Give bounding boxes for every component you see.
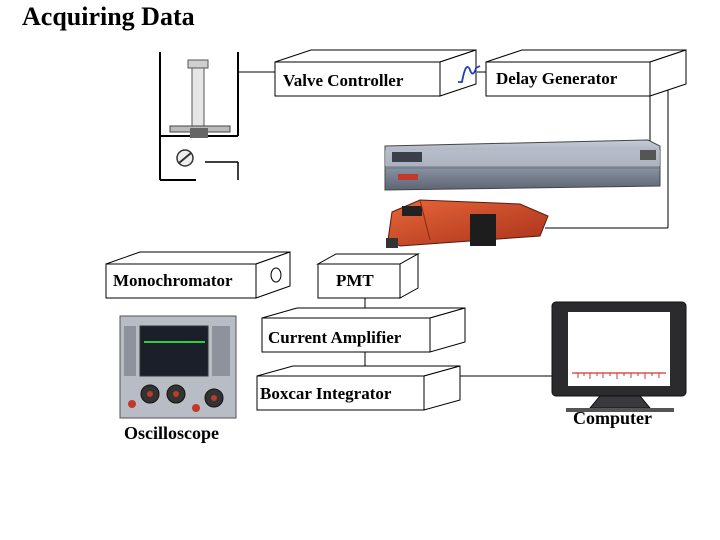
boxcar-integrator-label: Boxcar Integrator bbox=[260, 384, 392, 403]
spectrum-ticks bbox=[577, 373, 660, 379]
oscilloscope-label: Oscilloscope bbox=[124, 423, 219, 443]
slide-title: Acquiring Data bbox=[22, 2, 195, 31]
monochromator-label: Monochromator bbox=[113, 271, 233, 290]
entrance-slit-icon bbox=[270, 267, 282, 283]
computer-monitor-image bbox=[551, 301, 687, 412]
delay-generator-box: Delay Generator bbox=[485, 49, 687, 97]
current-amplifier-box: Current Amplifier bbox=[261, 307, 466, 353]
dye-laser-image bbox=[386, 199, 549, 248]
delay-generator-label: Delay Generator bbox=[496, 69, 618, 88]
trigger-pulse-icon bbox=[458, 65, 481, 83]
pmt-label: PMT bbox=[336, 271, 374, 290]
oscilloscope-image bbox=[119, 315, 237, 419]
pmt-box: PMT bbox=[316, 253, 420, 299]
vacuum-chamber-sketch bbox=[159, 52, 239, 181]
boxcar-integrator-box: Boxcar Integrator bbox=[256, 365, 461, 411]
computer-label: Computer bbox=[573, 408, 652, 428]
current-amplifier-label: Current Amplifier bbox=[268, 328, 402, 347]
valve-controller-box: Valve Controller bbox=[274, 49, 477, 97]
valve-controller-label: Valve Controller bbox=[283, 71, 404, 90]
pump-laser-image bbox=[384, 139, 661, 191]
monochromator-box: Monochromator bbox=[105, 251, 291, 299]
